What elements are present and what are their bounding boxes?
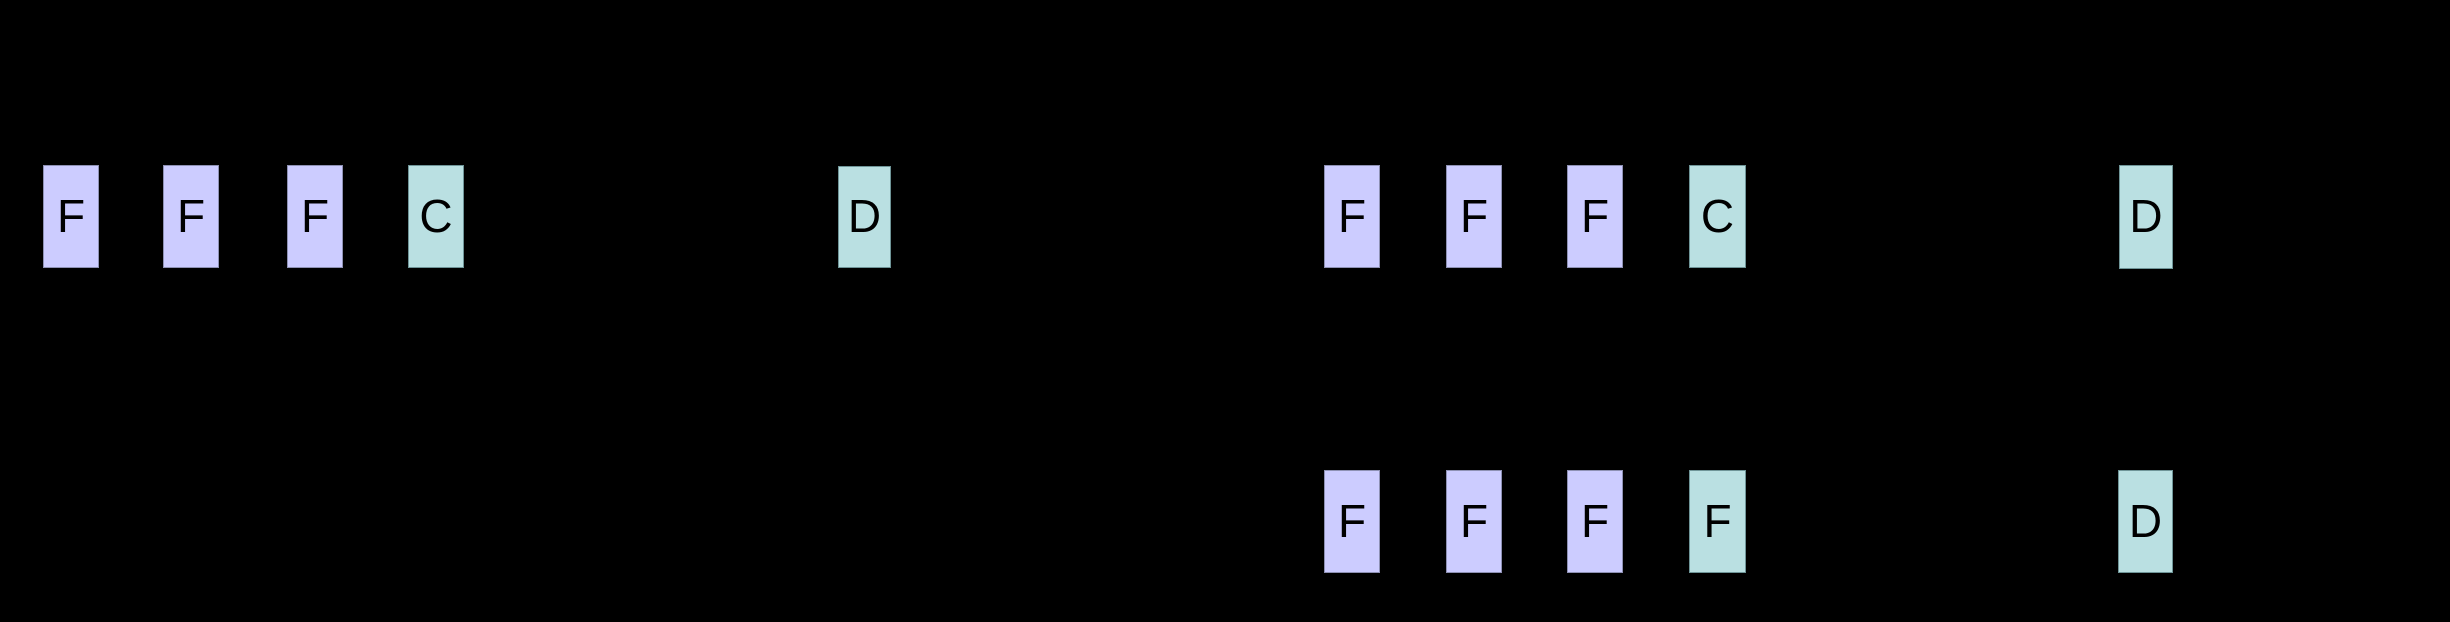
node-f-box: F [1324, 470, 1380, 573]
node-label: F [1459, 494, 1489, 547]
node-label: F [1580, 494, 1610, 547]
node-f-box: F [1446, 165, 1502, 268]
node-f-box: F [1689, 470, 1746, 573]
node-label: F [1580, 189, 1610, 242]
node-label: F [176, 189, 206, 242]
node-d-box: D [2118, 470, 2173, 573]
node-label: F [1703, 494, 1732, 547]
node-f-box: F [43, 165, 99, 268]
node-label: D [2128, 494, 2163, 547]
node-f-box: F [287, 165, 343, 268]
node-c-box: C [1689, 165, 1746, 268]
node-d-box: D [838, 166, 891, 268]
node-label: F [56, 189, 86, 242]
node-f-box: F [1446, 470, 1502, 573]
node-label: C [419, 189, 453, 242]
node-label: F [1337, 189, 1367, 242]
node-label: D [847, 190, 882, 242]
node-label: C [1700, 189, 1735, 242]
node-c-box: C [408, 165, 464, 268]
node-f-box: F [163, 165, 219, 268]
node-label: D [2129, 190, 2163, 242]
node-label: F [1459, 189, 1489, 242]
node-f-box: F [1567, 165, 1623, 268]
node-d-box: D [2119, 165, 2173, 269]
node-label: F [300, 189, 330, 242]
node-label: F [1337, 494, 1367, 547]
node-f-box: F [1324, 165, 1380, 268]
node-f-box: F [1567, 470, 1623, 573]
